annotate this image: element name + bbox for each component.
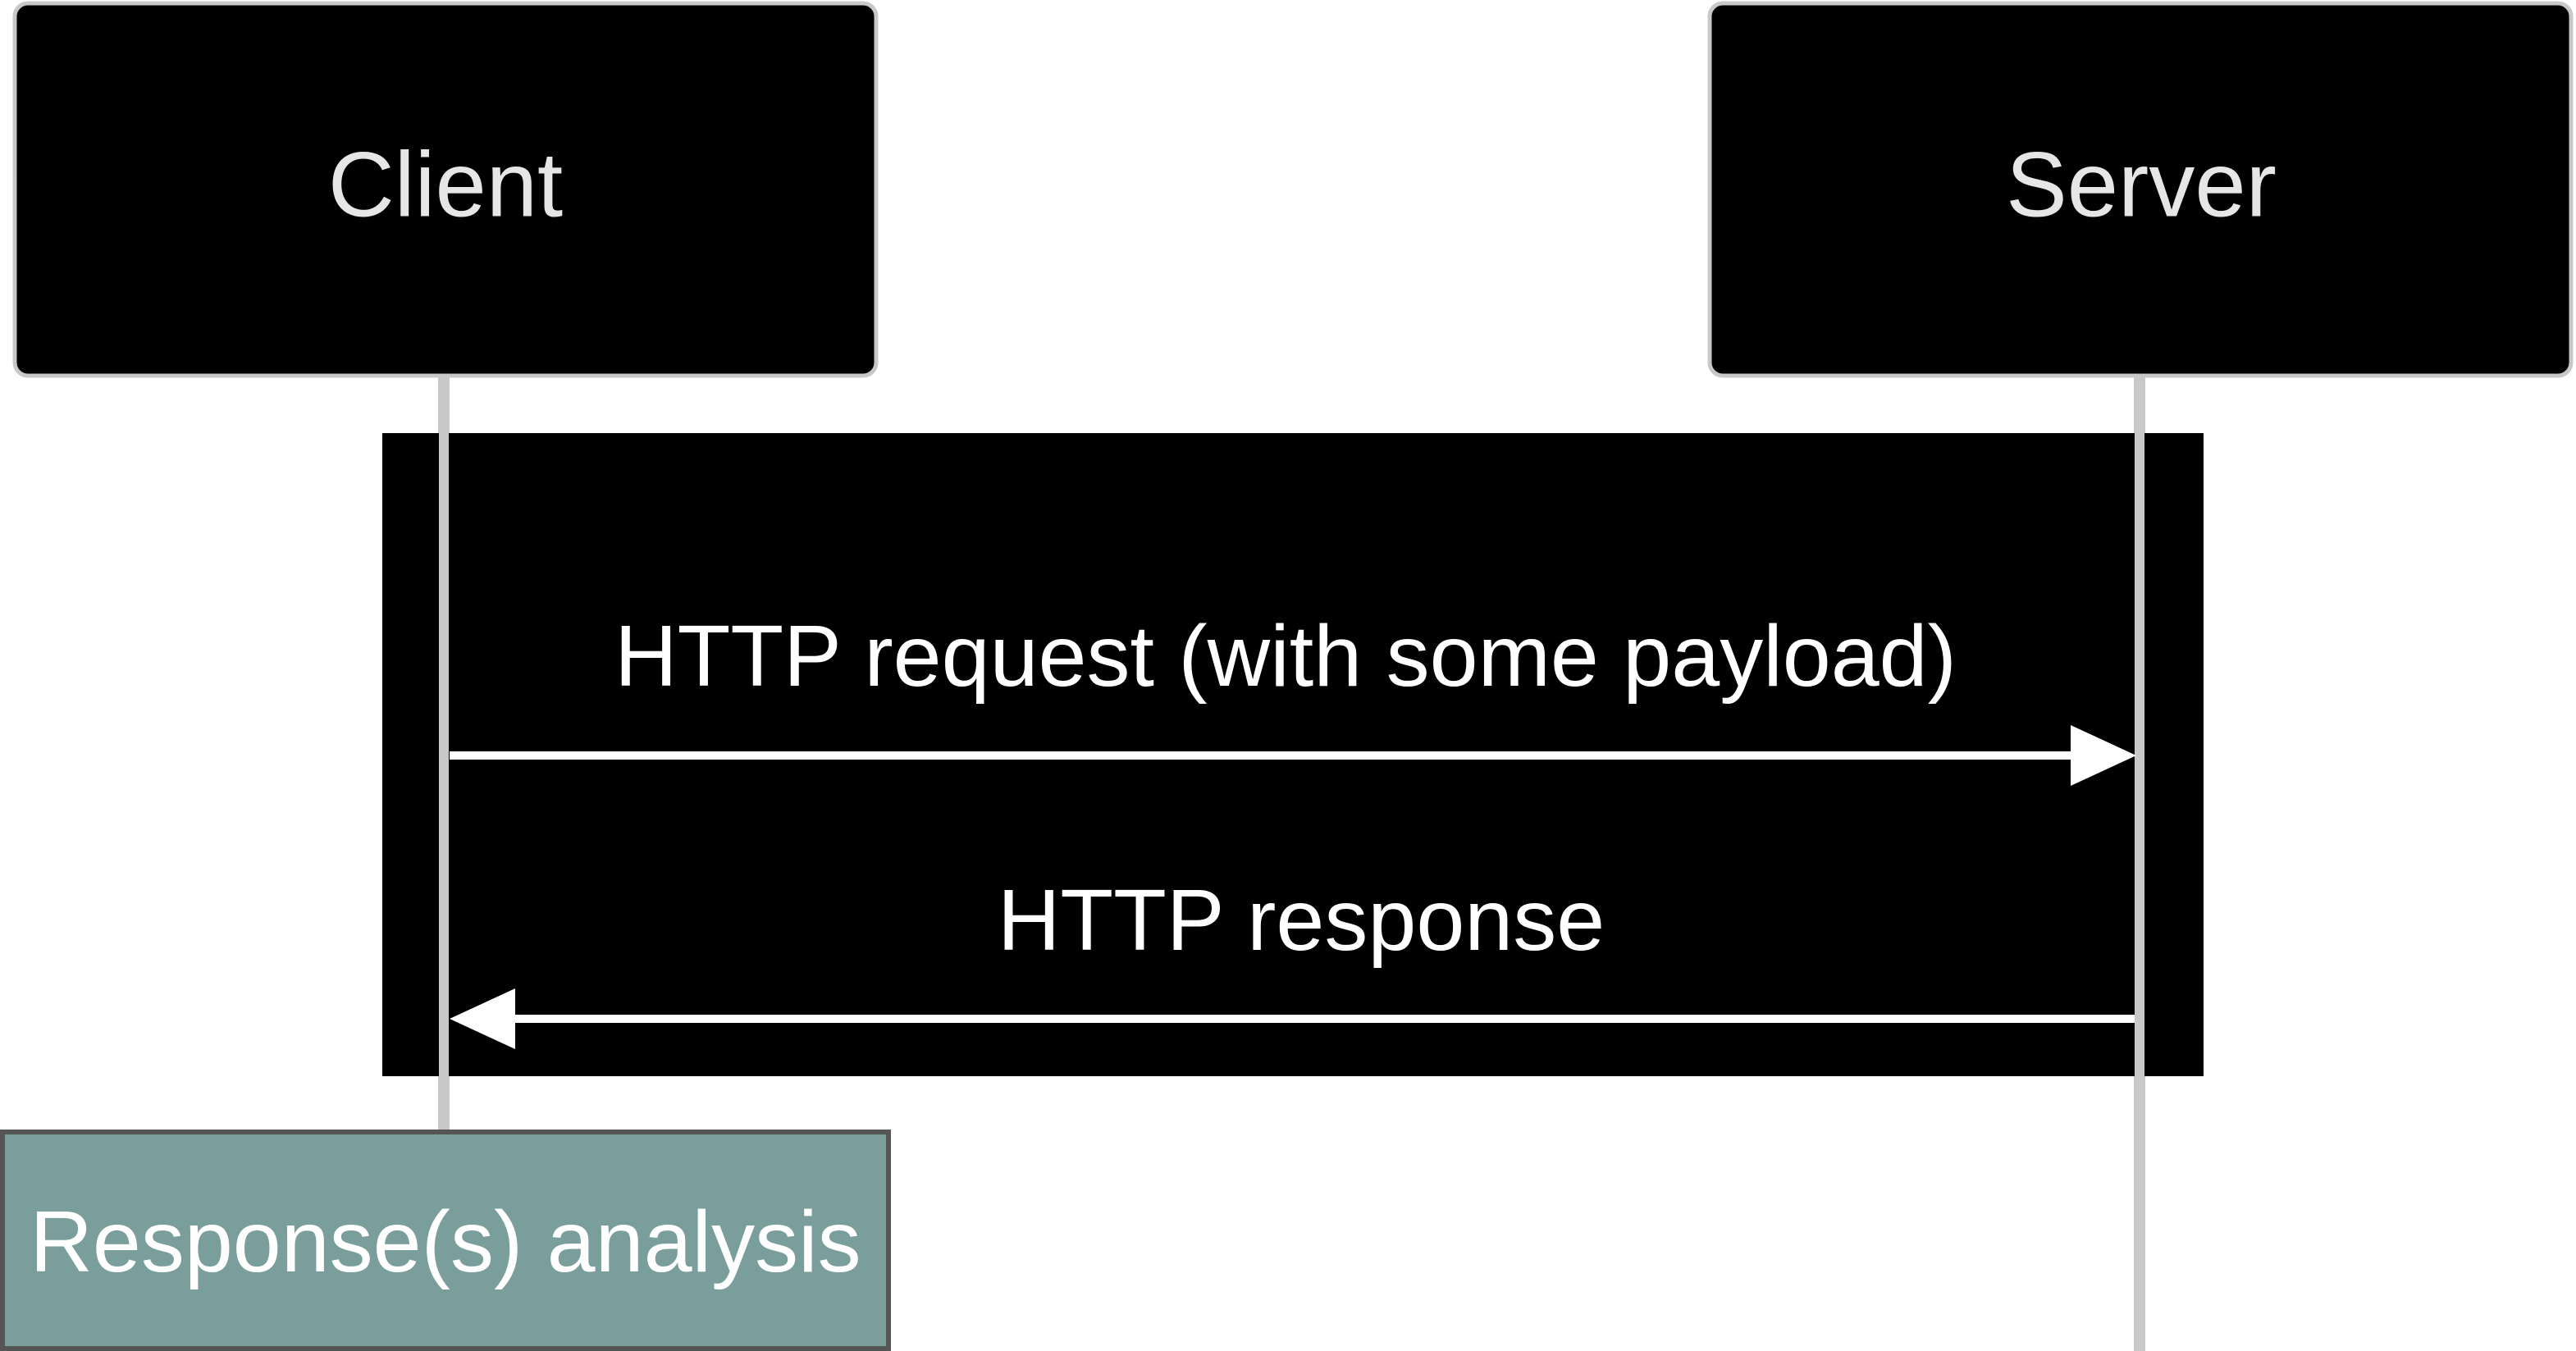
note-label: Response(s) analysis	[30, 1194, 861, 1290]
participant-client: Client	[12, 1, 879, 378]
participant-server: Server	[1707, 1, 2574, 378]
server-label: Server	[2006, 134, 2277, 236]
response-arrowhead	[450, 988, 515, 1049]
request-label: HTTP request (with some payload)	[614, 608, 1957, 705]
note-response-analysis: Response(s) analysis	[0, 1130, 891, 1351]
client-box	[12, 1, 879, 378]
note-box	[0, 1130, 891, 1351]
message-response: HTTP response	[450, 872, 2135, 1049]
client-label: Client	[328, 134, 563, 236]
server-box	[1707, 1, 2574, 378]
response-label: HTTP response	[998, 872, 1605, 969]
request-arrowhead	[2071, 725, 2136, 786]
message-request: HTTP request (with some payload)	[450, 608, 2136, 786]
